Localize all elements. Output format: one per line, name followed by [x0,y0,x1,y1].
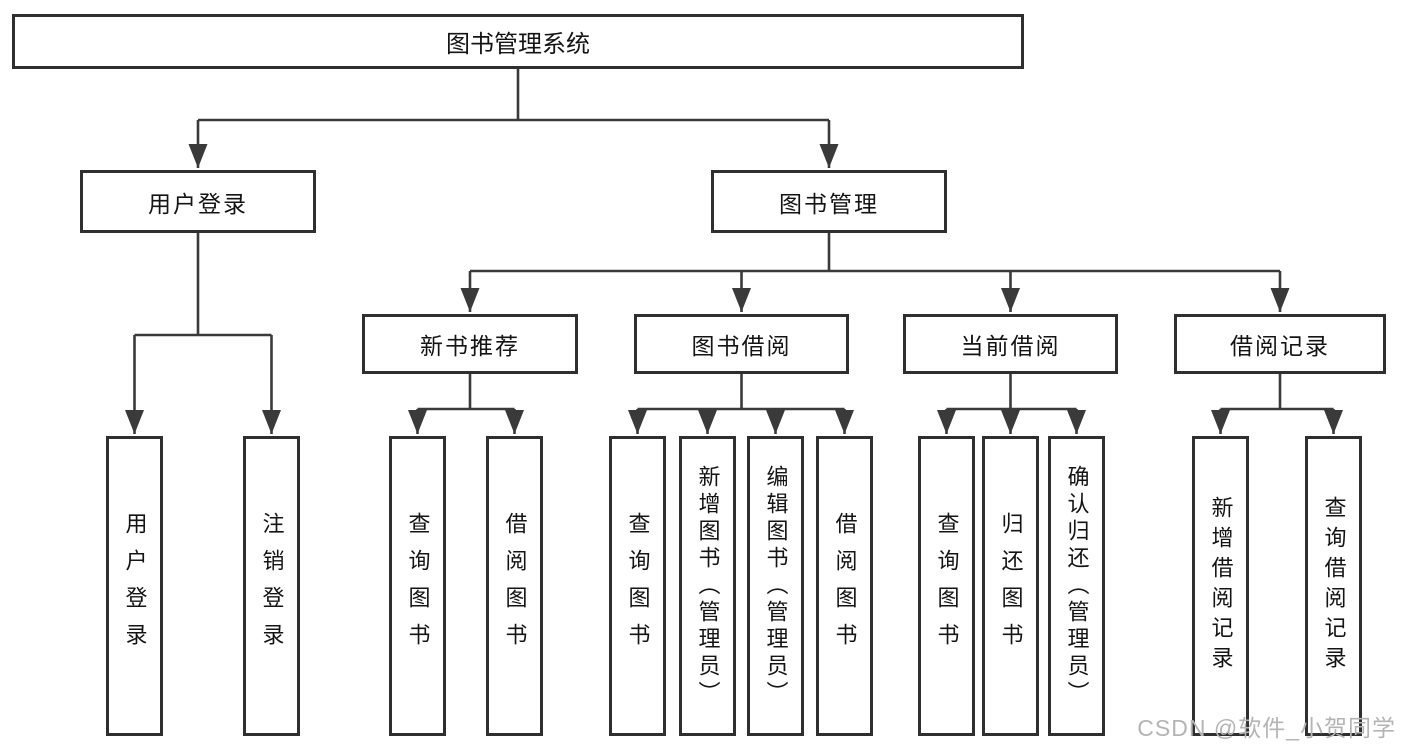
leaf-logout: 注销登录 [243,436,300,736]
leaf-recommend-borrow-books: 借阅图书 [486,436,543,736]
node-library-system: 图书管理系统 [12,14,1024,69]
leaf-current-confirm-return-admin: 确认归还（管理员） [1048,436,1105,736]
connector-records-group [1211,374,1343,434]
connector-borrow-group [628,374,854,434]
leaf-borrow-edit-books-admin: 编辑图书（管理员） [747,436,804,736]
leaf-current-query-books: 查询图书 [918,436,975,736]
leaf-current-return-books: 归还图书 [982,436,1039,736]
csdn-watermark: CSDN @软件_小贺同学 [1137,715,1396,741]
node-user-login: 用户登录 [80,170,316,233]
leaf-user-login: 用户登录 [106,436,163,736]
connector-root-to-level2 [188,69,839,168]
leaf-borrow-borrow-books: 借阅图书 [816,436,873,736]
connector-recommend-group [408,374,524,434]
connector-book-management-to-level3 [460,233,1290,312]
node-book-management: 图书管理 [711,170,947,233]
leaf-borrow-query-books: 查询图书 [609,436,666,736]
connector-current-group [937,374,1086,434]
connector-user-login-group [125,233,281,434]
node-book-borrowing: 图书借阅 [634,314,849,374]
node-new-book-recommend: 新书推荐 [362,314,578,374]
node-current-borrowing: 当前借阅 [903,314,1118,374]
leaf-records-add-record: 新增借阅记录 [1192,436,1249,736]
node-borrowing-records: 借阅记录 [1174,314,1386,374]
leaf-records-query-record: 查询借阅记录 [1305,436,1362,736]
leaf-recommend-query-books: 查询图书 [389,436,446,736]
leaf-borrow-add-books-admin: 新增图书（管理员） [679,436,736,736]
